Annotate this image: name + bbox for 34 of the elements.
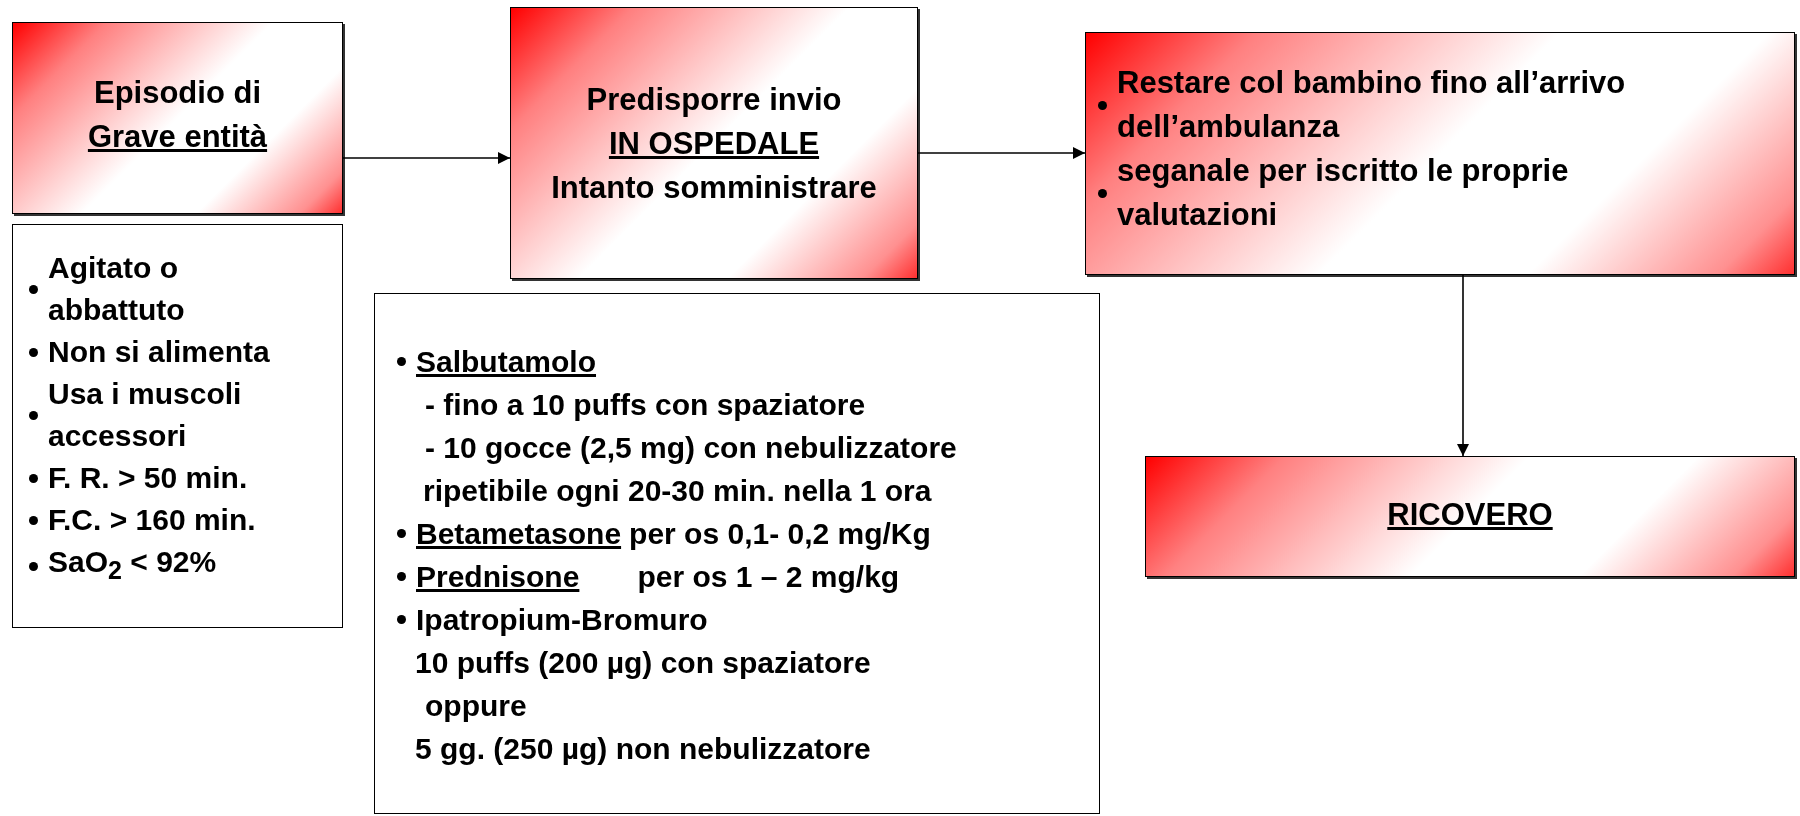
list-item-text: ripetibile ogni 20-30 min. nella 1 ora: [423, 473, 932, 509]
list-item-text: Salbutamolo: [416, 344, 596, 380]
list-item-text: seganale per iscritto le proprie valutazioni: [1117, 152, 1570, 234]
box-text: Predisporre invio: [586, 81, 842, 119]
box-text: IN OSPEDALE: [608, 125, 820, 163]
list-item-text: Betametasone: [416, 516, 622, 552]
process-box: [510, 7, 918, 279]
process-box: [1145, 456, 1795, 577]
box-text: Intanto somministrare: [551, 169, 877, 207]
note-box: [374, 293, 1100, 814]
arrow: [342, 152, 511, 164]
list-item-text: Non si alimenta: [48, 334, 270, 370]
list-item-text: SaO$_{2}$ < 92%: [48, 544, 217, 586]
process-box: [12, 22, 343, 214]
arrow: [917, 147, 1086, 159]
arrow: [1457, 274, 1469, 457]
list-item-text: per os 1 – 2 mg/kg: [637, 559, 900, 595]
list-item-text: - fino a 10 puffs con spaziatore: [425, 387, 866, 423]
list-item-text: Prednisone: [416, 559, 580, 595]
list-item-text: 10 puffs (200 µg) con spaziatore: [415, 645, 871, 681]
process-box: [1085, 32, 1795, 275]
list-item-text: per os 0,1- 0,2 mg/Kg: [629, 516, 931, 552]
box-text: Grave entità: [87, 118, 268, 156]
note-box: [12, 224, 343, 628]
list-item-text: Agitato o abbattuto: [48, 250, 186, 328]
list-item-text: - 10 gocce (2,5 mg) con nebulizzatore: [425, 430, 957, 466]
list-item-text: Usa i muscoli accessori: [48, 376, 243, 454]
box-text: Episodio di: [93, 74, 262, 112]
list-item-text: 5 gg. (250 µg) non nebulizzatore: [415, 731, 871, 767]
box-text: RICOVERO: [1387, 496, 1553, 534]
list-item-text: F. R. > 50 min.: [48, 460, 248, 496]
list-item-text: Ipatropium-Bromuro: [416, 602, 708, 638]
list-item-text: F.C. > 160 min.: [48, 502, 256, 538]
list-item-text: oppure: [425, 688, 527, 724]
